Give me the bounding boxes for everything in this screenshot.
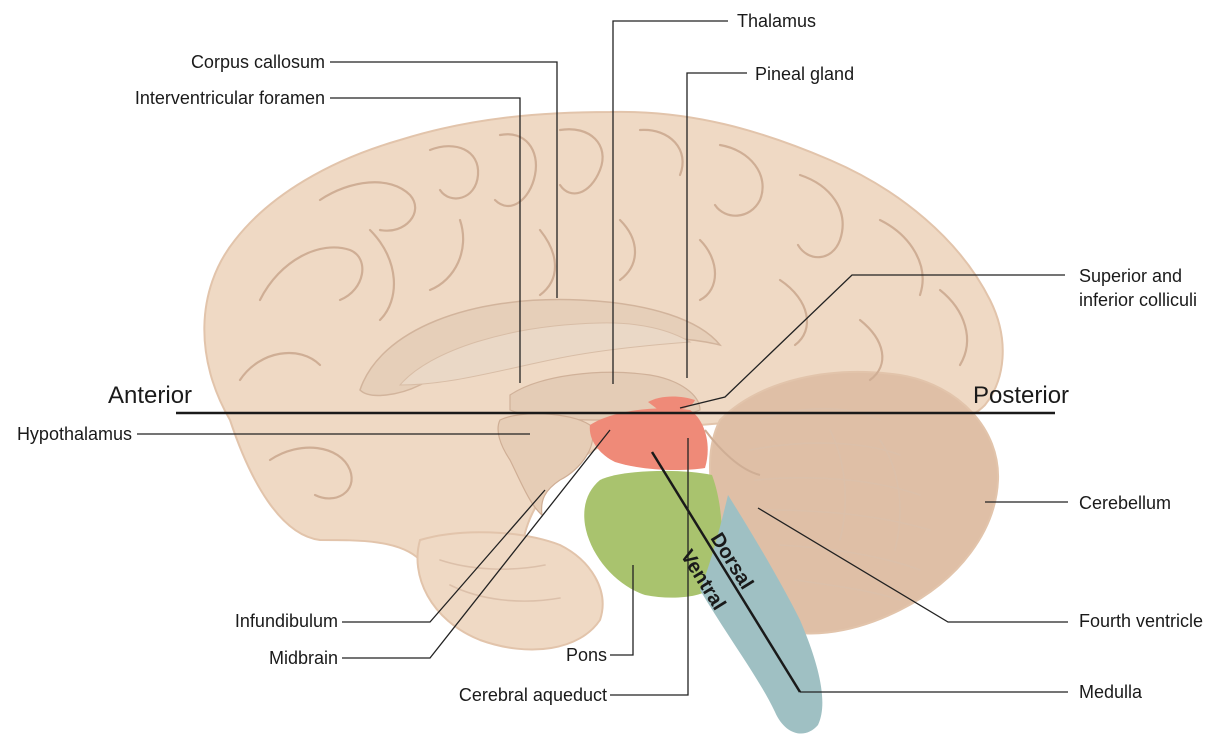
label-superior-colliculi-1: Superior and: [1079, 266, 1182, 286]
leader-lines: [137, 20, 1068, 696]
label-medulla: Medulla: [1079, 682, 1143, 702]
label-anterior: Anterior: [108, 382, 192, 409]
label-interventricular-foramen: Interventricular foramen: [135, 88, 325, 108]
cerebellar-folia: [749, 407, 931, 601]
label-fourth-ventricle: Fourth ventricle: [1079, 611, 1203, 631]
fourth-ventricle-shape: [704, 429, 761, 476]
label-pons: Pons: [566, 645, 607, 665]
label-posterior: Posterior: [973, 382, 1069, 409]
label-thalamus: Thalamus: [737, 11, 816, 31]
lateral-ventricle: [398, 322, 692, 386]
label-infundibulum: Infundibulum: [235, 611, 338, 631]
dorsal-ventral-axis: [650, 451, 802, 693]
gyri-pattern: [238, 128, 969, 602]
label-superior-colliculi-2: inferior colliculi: [1079, 290, 1197, 310]
label-pineal-gland: Pineal gland: [755, 64, 854, 84]
label-hypothalamus: Hypothalamus: [17, 424, 132, 444]
hypothalamus-shape: [497, 413, 594, 517]
temporal-lobe: [416, 531, 604, 651]
label-cerebellum: Cerebellum: [1079, 493, 1171, 513]
midbrain-shape: [589, 408, 708, 470]
medulla-shape: [700, 495, 823, 734]
label-midbrain: Midbrain: [269, 648, 338, 668]
label-corpus-callosum: Corpus callosum: [191, 52, 325, 72]
label-cerebral-aqueduct: Cerebral aqueduct: [459, 685, 607, 705]
